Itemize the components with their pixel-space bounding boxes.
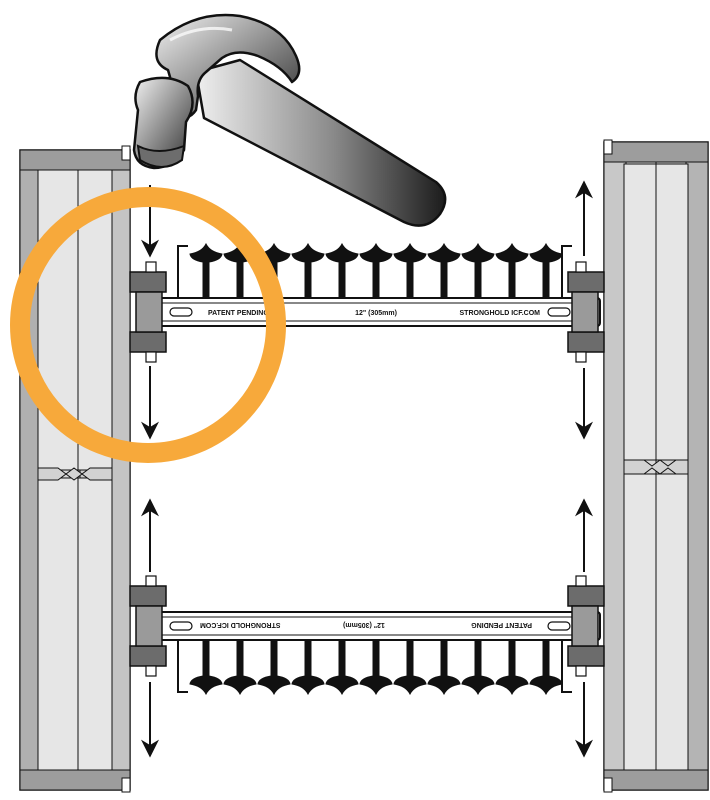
highlight-circle	[10, 187, 286, 463]
rebar-clip	[427, 639, 461, 696]
rebar-clip	[461, 639, 495, 696]
hammer-icon	[132, 13, 447, 227]
top-label-right: STRONGHOLD ICF.COM	[460, 310, 541, 317]
bottom-label-right-mirrored: PATENT PENDING	[471, 621, 532, 628]
bottom-right-connector	[567, 575, 605, 677]
end-hook	[177, 245, 188, 298]
rebar-clip	[223, 639, 257, 696]
bottom-web-tie: PATENT PENDING 12" (305mm) STRONGHOLD IC…	[129, 575, 605, 696]
rebar-clip	[427, 242, 461, 299]
rebar-clip	[325, 639, 359, 696]
movement-arrows	[141, 180, 593, 758]
bottom-rebar-clips	[177, 639, 572, 696]
bottom-label-left-mirrored: STRONGHOLD ICF.COM	[200, 621, 281, 628]
rebar-clip	[495, 242, 529, 299]
bottom-left-connector	[129, 575, 167, 677]
rebar-clip	[359, 242, 393, 299]
bottom-label-center-mirrored: 12" (305mm)	[343, 621, 385, 628]
top-left-connector	[129, 261, 167, 363]
rebar-clip	[291, 639, 325, 696]
rebar-clip	[291, 242, 325, 299]
rebar-clip	[359, 639, 393, 696]
end-hook	[561, 245, 572, 298]
top-label-center: 12" (305mm)	[355, 310, 397, 317]
rebar-clip	[529, 639, 563, 696]
top-web-tie: PATENT PENDING 12" (305mm) STRONGHOLD IC…	[129, 242, 605, 363]
top-rebar-clips	[177, 242, 572, 299]
rebar-clip	[461, 242, 495, 299]
rebar-clip	[189, 639, 223, 696]
rebar-clip	[325, 242, 359, 299]
rebar-clip	[257, 639, 291, 696]
end-hook	[561, 640, 572, 693]
left-foam-panel	[19, 145, 131, 793]
rebar-clip	[393, 242, 427, 299]
rebar-clip	[393, 639, 427, 696]
top-right-connector	[567, 261, 605, 363]
rebar-clip	[495, 639, 529, 696]
rebar-clip	[189, 242, 223, 299]
right-foam-panel	[603, 139, 709, 793]
top-label-left: PATENT PENDING	[208, 310, 269, 317]
rebar-clip	[529, 242, 563, 299]
end-hook	[177, 640, 188, 693]
